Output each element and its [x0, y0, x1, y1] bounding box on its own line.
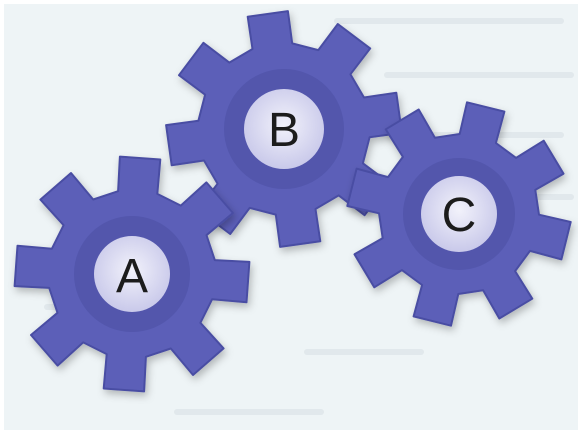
gear-c-label: C — [442, 189, 477, 242]
gear-a: A — [15, 157, 250, 392]
gear-b-label: B — [268, 104, 300, 157]
gear-diagram: B C A — [4, 4, 582, 434]
gear-a-label: A — [116, 250, 148, 303]
